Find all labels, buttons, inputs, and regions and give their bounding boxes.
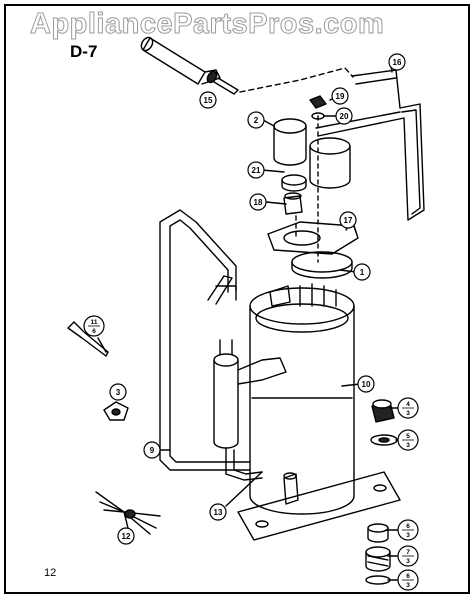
fraction-bottom: 3: [406, 532, 410, 539]
fraction-top: 7: [406, 549, 410, 556]
callout-2: 2: [247, 111, 265, 129]
callout-1: 1: [353, 263, 371, 281]
callout-11-6: 11 6: [83, 315, 105, 337]
fraction-bottom: 3: [406, 442, 410, 449]
capacitor-part-second: [309, 137, 351, 189]
callout-21: 21: [247, 161, 265, 179]
fraction-bottom: 3: [406, 558, 410, 565]
callout-label: 12: [122, 532, 131, 541]
callout-label: 18: [254, 198, 263, 207]
page-border: [4, 4, 470, 594]
callout-15: 15: [199, 91, 217, 109]
callout-label: 13: [214, 508, 223, 517]
washer-part-5: [370, 434, 398, 446]
callout-19: 19: [331, 87, 349, 105]
callout-9: 9: [143, 441, 161, 459]
callout-label: 19: [336, 92, 345, 101]
callout-label: 2: [254, 116, 259, 125]
callout-5-3: 5 3: [397, 429, 419, 451]
callout-label: 21: [252, 166, 261, 175]
callout-label: 9: [150, 446, 155, 455]
fraction-bottom: 3: [406, 582, 410, 589]
callout-17: 17: [339, 211, 357, 229]
compressor-shell-part-10: [249, 283, 355, 515]
callout-6-3-a: 6 3: [397, 519, 419, 541]
drier-part-15: [140, 36, 239, 95]
figure-label: D-7: [70, 42, 98, 61]
fraction-top: 4: [406, 401, 410, 408]
callout-16: 16: [388, 53, 406, 71]
terminal-cover-part-1: [291, 251, 353, 279]
callout-label: 1: [360, 268, 365, 277]
page-number: 12: [44, 567, 57, 579]
cable-tie-part-11: [67, 321, 109, 357]
ring-part-21: [281, 174, 307, 192]
spring-part-7: [365, 546, 391, 572]
capacitor-part-2: [273, 118, 307, 166]
return-tube: [159, 209, 251, 471]
clip-part-18: [283, 192, 303, 215]
nut-part-19-20: [309, 95, 327, 120]
callout-7-3: 7 3: [397, 545, 419, 567]
callout-label: 15: [204, 96, 213, 105]
foot-part-8: [365, 575, 391, 585]
accumulator: [207, 275, 287, 481]
callout-label: 17: [344, 216, 353, 225]
clip-part-3: [103, 401, 129, 421]
callout-4-3: 4 3: [397, 397, 419, 419]
callout-18: 18: [249, 193, 267, 211]
callout-label: 16: [393, 58, 402, 67]
callout-label: 10: [362, 380, 371, 389]
callout-20: 20: [335, 107, 353, 125]
callout-3: 3: [109, 383, 127, 401]
fraction-bottom: 3: [406, 410, 410, 417]
fraction-top: 6: [406, 573, 410, 580]
callout-10: 10: [357, 375, 375, 393]
grommet-part-6: [367, 523, 389, 543]
tube-part-16: [315, 69, 425, 221]
callout-label: 20: [340, 112, 349, 121]
bolt-part-4: [371, 399, 395, 423]
watermark-text: AppliancePartsPros.com: [29, 8, 385, 41]
callout-12: 12: [117, 527, 135, 545]
fraction-top: 6: [406, 523, 410, 530]
fraction-bottom: 6: [92, 328, 96, 335]
base-plate: [237, 471, 401, 541]
fraction-top: 11: [91, 319, 98, 326]
callout-label: 3: [116, 388, 121, 397]
fraction-top: 5: [406, 433, 410, 440]
callout-6-3-b: 6 3: [397, 569, 419, 591]
callout-13: 13: [209, 503, 227, 521]
